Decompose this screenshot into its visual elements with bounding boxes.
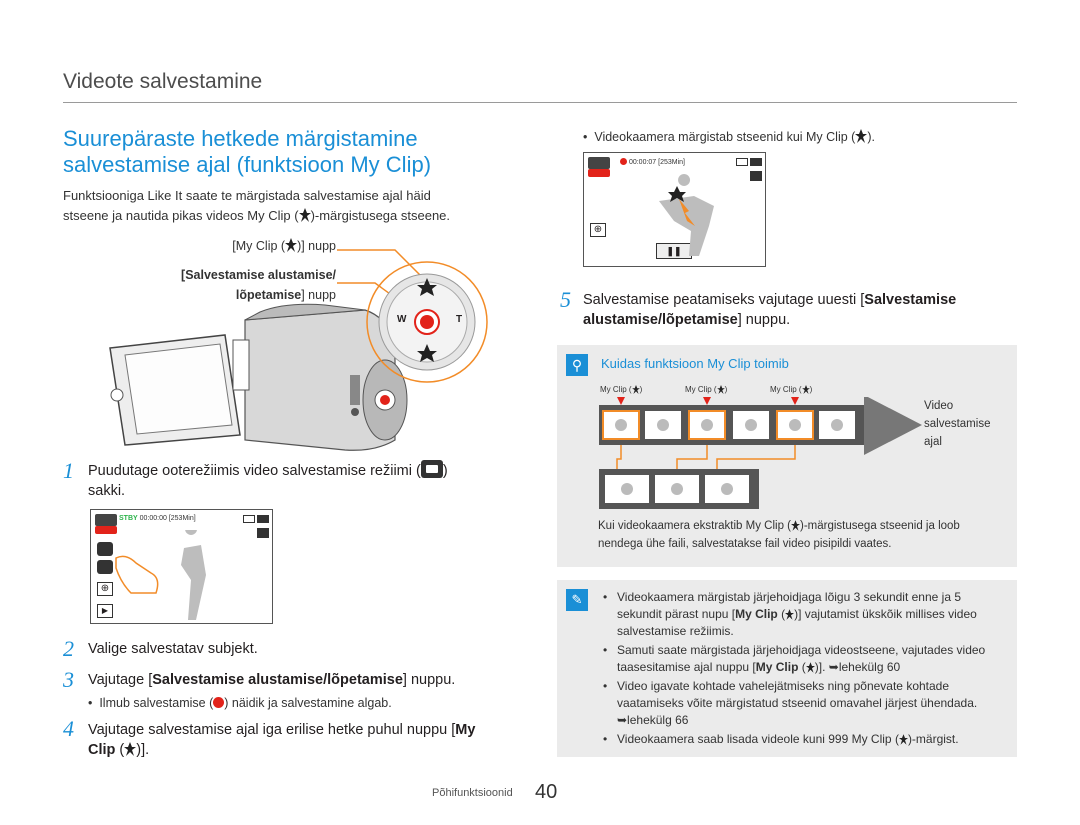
record-icon (620, 158, 627, 165)
my-clip-icon (805, 662, 815, 673)
my-clip-icon (898, 734, 908, 745)
step-3-text: Vajutage [Salvestamise alustamise/lõpeta… (88, 672, 456, 688)
heading-line-2: salvestamise ajal (funktsioon My Clip) (63, 152, 432, 177)
callout-myclip: [My Clip ()] nupp (232, 238, 336, 253)
camera-icon[interactable] (97, 560, 113, 574)
video-mode-icon (95, 514, 117, 526)
page-number: 40 (535, 781, 558, 803)
my-clip-icon (124, 742, 137, 756)
intro-line-2: stseene ja nautida pikas videos My Clip … (63, 208, 451, 223)
card-icon (243, 515, 255, 523)
smart-badge (95, 526, 117, 534)
intro-text: Funktsiooniga Like It saate te märgistad… (63, 186, 533, 226)
video-mode-icon (588, 157, 610, 169)
step-4-text: Vajutage salvestamise ajal iga erilise h… (88, 722, 476, 758)
my-clip-icon (298, 208, 311, 222)
play-icon[interactable]: ▶ (97, 604, 113, 618)
page-heading: Suurepäraste hetkede märgistamine salves… (63, 126, 533, 178)
video-camera-icon[interactable] (97, 542, 113, 556)
tip-box: ⚲ Kuidas funktsioon My Clip toimib My Cl… (557, 345, 1017, 567)
my-clip-icon (785, 609, 795, 620)
note-pencil-icon: ✎ (566, 589, 588, 611)
step-3-number: 3 (63, 667, 74, 692)
lcd-screen-standby: STBY 00:00:00 [253Min] ⊕ ▶ (90, 509, 273, 624)
intro-line-1: Funktsiooniga Like It saate te märgistad… (63, 188, 431, 203)
clip-label-2: My Clip () (685, 385, 728, 394)
arrow-label: Video salvestamise ajal (924, 400, 991, 448)
notes-box: ✎ Videokaamera märgistab järjehoidjaga l… (557, 580, 1017, 757)
search-tip-icon: ⚲ (566, 354, 588, 376)
note-4: Videokaamera saab lisada videole kuni 99… (601, 731, 1011, 748)
section-title: Videote salvestamine (63, 70, 263, 93)
step-5-number: 5 (560, 287, 571, 312)
note-1: Videokaamera märgistab järjehoidjaga lõi… (601, 589, 1011, 640)
right-bullet: • Videokaamera märgistab stseenid kui My… (583, 129, 875, 144)
tip-title: Kuidas funktsioon My Clip toimib (601, 356, 789, 371)
step-5-text: Salvestamise peatamiseks vajutage uuesti… (583, 292, 957, 328)
film-strip-diagram (599, 397, 922, 509)
my-clip-icon (791, 520, 801, 531)
subject-silhouette (181, 530, 206, 620)
battery-icon (750, 158, 762, 166)
tip-caption: Kui videokaamera ekstraktib My Clip ()-m… (598, 520, 960, 550)
clip-label-3: My Clip () (770, 385, 813, 394)
card-icon (736, 158, 748, 166)
callout-record: [Salvestamise alustamise/ lõpetamise] nu… (181, 268, 336, 302)
note-2: Samuti saate märgistada järjehoidjaga vi… (601, 642, 1011, 676)
video-camera-icon (420, 460, 443, 478)
header-divider (63, 102, 1017, 103)
notes-list: Videokaamera märgistab järjehoidjaga lõi… (601, 589, 1011, 748)
clip-label-1: My Clip () (600, 385, 643, 394)
my-clip-icon (801, 385, 810, 394)
step-2-number: 2 (63, 636, 74, 661)
subject-silhouette (659, 174, 714, 256)
quality-icon (257, 528, 269, 538)
footer-label: Põhifunktsioonid (432, 787, 513, 799)
dial-t-label: T (456, 314, 463, 325)
my-clip-icon (855, 129, 868, 143)
step-3-bullet: • Ilmub salvestamise () näidik ja salves… (88, 696, 392, 710)
screen2-status-line: 00:00:07 [253Min] (620, 158, 685, 166)
screen1-status-line: STBY 00:00:00 [253Min] (119, 515, 196, 522)
smart-badge (588, 169, 610, 177)
step-4-number: 4 (63, 716, 74, 741)
battery-icon (257, 515, 269, 523)
heading-line-1: Suurepäraste hetkede märgistamine (63, 126, 418, 151)
note-3: Video igavate kohtade vahelejätmiseks ni… (601, 678, 1011, 729)
my-clip-icon (285, 238, 298, 252)
my-clip-icon (716, 385, 725, 394)
dial-w-label: W (397, 314, 407, 325)
step-1-text: Puudutage ooterežiimis video salvestamis… (88, 460, 528, 501)
camcorder-illustration (109, 249, 488, 451)
zoom-icon[interactable]: ⊕ (590, 223, 606, 237)
my-clip-icon (631, 385, 640, 394)
lcd-screen-recording: 00:00:07 [253Min] ⊕ ❚❚ (583, 152, 766, 267)
zoom-icon[interactable]: ⊕ (97, 582, 113, 596)
step-1-number: 1 (63, 458, 74, 483)
quality-icon (750, 171, 762, 181)
hand-pointer (115, 555, 159, 594)
record-icon (213, 697, 225, 708)
step-2-text: Valige salvestatav subjekt. (88, 641, 258, 657)
